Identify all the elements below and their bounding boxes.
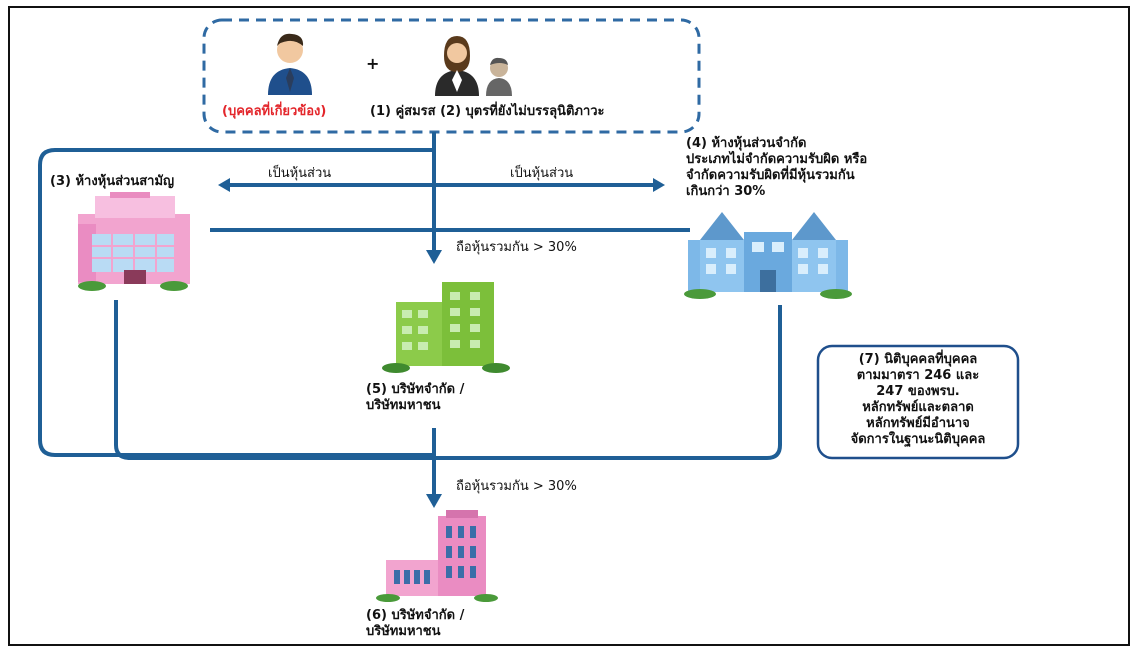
connector-lines [38,132,782,500]
pink-tower-building-icon [376,510,498,602]
blue-office-building-icon [684,212,852,299]
ordinary-partnership-label: (3) ห้างหุ้นส่วนสามัญ [50,174,175,189]
company6-line2: บริษัทมหาชน [366,624,441,639]
company5-line2: บริษัทมหาชน [366,398,441,413]
juristic-line5: หลักทรัพย์มีอำนาจ [866,416,970,431]
company6-line1: (6) บริษัทจำกัด / [366,608,465,623]
limited-partnership-line2: ประเภทไม่จำกัดความรับผิด หรือ [686,152,868,167]
woman-avatar-icon [435,36,479,96]
pink-office-building-icon [78,192,190,291]
arrow-heads [218,178,665,508]
partner-label-left: เป็นหุ้นส่วน [268,166,332,181]
juristic-line1: (7) นิติบุคคลที่บุคคล [858,352,978,367]
diagram-frame [8,6,1130,646]
plus-sign: + [366,54,380,73]
juristic-person-box [816,344,1020,460]
shares-over-30-bottom: ถือหุ้นรวมกัน > 30% [456,479,577,494]
related-person-label: (บุคคลที่เกี่ยวข้อง) [222,104,327,119]
spouse-child-label: (1) คู่สมรส (2) บุตรที่ยังไม่บรรลุนิติภา… [370,104,605,119]
shares-over-30-top: ถือหุ้นรวมกัน > 30% [456,240,577,255]
juristic-line3: 247 ของพรบ. [876,384,960,399]
man-avatar-icon [268,33,312,95]
company5-line1: (5) บริษัทจำกัด / [366,382,465,397]
juristic-line4: หลักทรัพย์และตลาด [862,400,974,415]
limited-partnership-line1: (4) ห้างหุ้นส่วนจำกัด [686,136,807,151]
juristic-line2: ตามมาตรา 246 และ [856,368,980,383]
partner-label-right: เป็นหุ้นส่วน [510,166,574,181]
limited-partnership-line4: เกินกว่า 30% [686,184,766,199]
related-persons-box [202,18,701,134]
child-avatar-icon [486,57,512,96]
limited-partnership-line3: จำกัดความรับผิดที่มีหุ้นรวมกัน [686,168,855,183]
juristic-line6: จัดการในฐานะนิติบุคคล [850,432,986,447]
green-office-building-icon [382,282,510,373]
